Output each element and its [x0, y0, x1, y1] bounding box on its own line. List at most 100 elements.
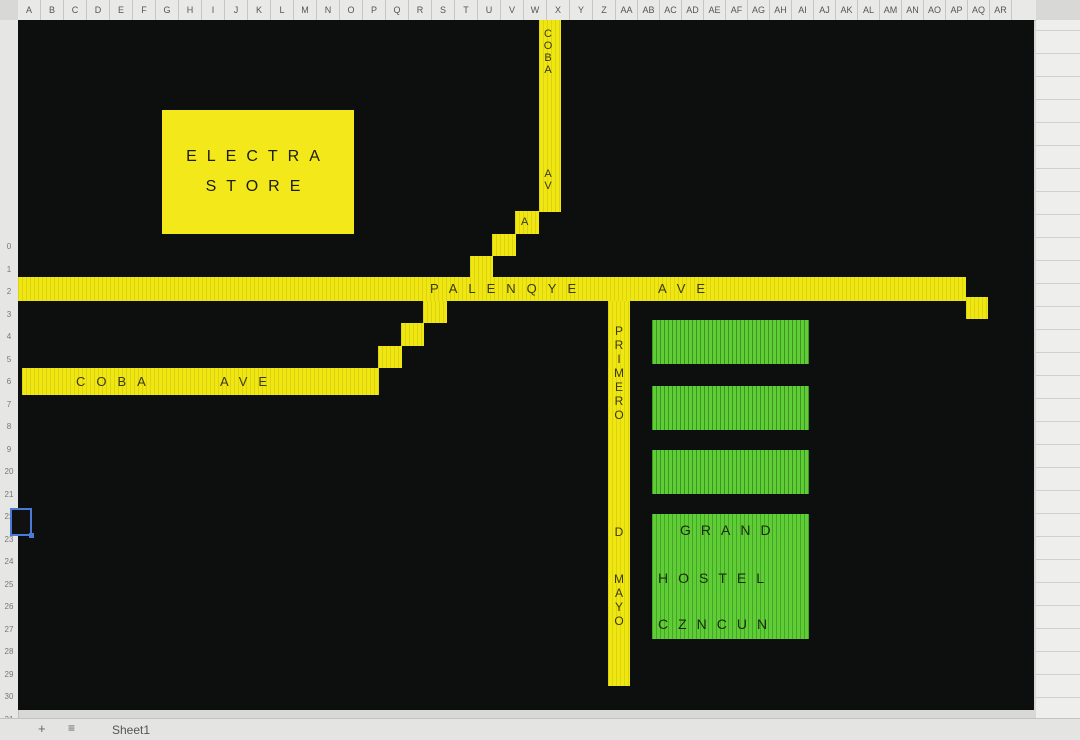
column-header-cell[interactable]: U — [478, 0, 501, 20]
row-header-cell[interactable]: 27 — [4, 624, 14, 634]
column-header-cell[interactable]: AH — [770, 0, 792, 20]
grand-hostel-cancun: GRAND HOSTEL CZNCUN — [652, 514, 809, 639]
map-drawing-area[interactable]: ELECTRA STORE COBA AV A PALENQYE AVE COB… — [18, 20, 1034, 710]
palenque-ave-suffix: AVE — [658, 281, 717, 296]
column-header-cell[interactable]: AR — [990, 0, 1012, 20]
column-header-cell[interactable]: AF — [726, 0, 748, 20]
row-header-cell[interactable]: 1 — [6, 264, 12, 274]
diagonal-step — [423, 301, 447, 323]
palenque-ave-road — [18, 277, 966, 301]
diagonal-step — [378, 346, 402, 368]
diagonal-letter: A — [521, 216, 540, 228]
diagonal-step — [515, 211, 539, 234]
hostel-line2: HOSTEL — [658, 570, 775, 586]
column-header-cell[interactable]: AD — [682, 0, 704, 20]
column-header-cell[interactable]: AN — [902, 0, 924, 20]
column-header-cell[interactable]: T — [455, 0, 478, 20]
column-header-cell[interactable]: AM — [880, 0, 902, 20]
column-header-cell[interactable]: AO — [924, 0, 946, 20]
spreadsheet-empty-cells[interactable] — [1036, 20, 1080, 720]
column-header-cell[interactable]: E — [110, 0, 133, 20]
coba-ave-left-road — [22, 368, 379, 395]
row-header-cell[interactable]: 26 — [4, 602, 14, 611]
hostel-line3: CZNCUN — [658, 616, 778, 632]
diagonal-step — [492, 234, 516, 256]
row-header-cell[interactable]: 24 — [4, 557, 14, 566]
column-header-cell[interactable]: AJ — [814, 0, 836, 20]
column-header-cell[interactable]: AK — [836, 0, 858, 20]
column-header-cell[interactable]: L — [271, 0, 294, 20]
palenque-ave-end — [966, 297, 988, 319]
list-icon[interactable]: ≡ — [68, 721, 76, 735]
column-header-cell[interactable]: G — [156, 0, 179, 20]
column-header-cell[interactable]: X — [547, 0, 570, 20]
row-header-cell[interactable]: 5 — [6, 354, 12, 364]
coba-av-vertical-road — [539, 20, 561, 212]
column-header-cell[interactable]: A — [18, 0, 41, 20]
green-building-block — [652, 450, 809, 494]
row-header-cell[interactable]: 30 — [4, 692, 14, 701]
column-header-cell[interactable]: S — [432, 0, 455, 20]
coba-av-vertical-label: COBA — [542, 28, 554, 76]
row-header-cell[interactable]: 9 — [6, 444, 12, 454]
column-header-cell[interactable]: D — [87, 0, 110, 20]
column-header-cell[interactable]: V — [501, 0, 524, 20]
electra-store: ELECTRA STORE — [162, 110, 354, 234]
column-header-cell[interactable]: AQ — [968, 0, 990, 20]
primero-de-mayo-road — [608, 301, 630, 686]
coba-ave-left-label: COBA — [76, 374, 157, 389]
row-header-cell[interactable]: 2 — [6, 287, 12, 296]
column-header-cell[interactable]: K — [248, 0, 271, 20]
column-header-cell[interactable]: Y — [570, 0, 593, 20]
column-header-cell[interactable]: W — [524, 0, 547, 20]
row-header-cell[interactable]: 3 — [6, 309, 12, 319]
de-label: D — [612, 525, 626, 539]
column-header-cell[interactable]: AA — [616, 0, 638, 20]
column-header-cell[interactable]: AI — [792, 0, 814, 20]
selected-cell[interactable] — [10, 508, 34, 538]
column-header-cell[interactable]: N — [317, 0, 340, 20]
column-header-cell[interactable]: Q — [386, 0, 409, 20]
row-header-cell[interactable]: 6 — [6, 377, 12, 386]
row-header-cell[interactable]: 28 — [4, 647, 14, 656]
store-name-line2: STORE — [205, 178, 311, 195]
row-header-cell[interactable]: 25 — [4, 579, 14, 589]
primero-label: PRIMERO — [612, 324, 626, 422]
column-header-cell[interactable]: Z — [593, 0, 616, 20]
column-header-cell[interactable]: F — [133, 0, 156, 20]
column-header-cell[interactable]: O — [340, 0, 363, 20]
store-name-line1: ELECTRA — [186, 148, 330, 165]
column-header-cell[interactable]: AG — [748, 0, 770, 20]
coba-av-vertical-suffix: AV — [542, 168, 554, 192]
column-header-cell[interactable]: AP — [946, 0, 968, 20]
row-header-cell[interactable]: 8 — [6, 422, 12, 431]
row-header-cell[interactable]: 23 — [4, 534, 14, 544]
column-header-cell[interactable]: B — [41, 0, 64, 20]
column-header-cell[interactable]: H — [179, 0, 202, 20]
sheet-tabs-bar: + ≡ Sheet1 — [0, 718, 1080, 740]
row-header-cell[interactable]: 7 — [6, 399, 12, 409]
row-header-cell[interactable]: 22 — [4, 512, 14, 521]
green-building-block — [652, 386, 809, 430]
row-header-cell[interactable]: 20 — [4, 467, 14, 476]
column-header-cell[interactable]: M — [294, 0, 317, 20]
row-header-cell[interactable]: 4 — [6, 332, 12, 341]
row-header-cell[interactable]: 21 — [4, 489, 14, 499]
column-header-cell[interactable]: AC — [660, 0, 682, 20]
column-header-cell[interactable]: R — [409, 0, 432, 20]
column-header-cell[interactable]: P — [363, 0, 386, 20]
column-header-cell[interactable]: AB — [638, 0, 660, 20]
column-header-cell[interactable]: C — [64, 0, 87, 20]
row-header-cell[interactable]: 29 — [4, 669, 14, 679]
column-header-cell[interactable]: I — [202, 0, 225, 20]
sheet-tab[interactable]: Sheet1 — [112, 723, 151, 737]
diagonal-step — [401, 323, 424, 346]
row-header-cell[interactable]: 0 — [6, 242, 12, 251]
column-header-cell[interactable]: AE — [704, 0, 726, 20]
plus-icon[interactable]: + — [38, 721, 46, 736]
column-header-cell[interactable]: J — [225, 0, 248, 20]
coba-ave-left-suffix: AVE — [220, 374, 279, 389]
row-header: 0123456789202122232425262728293031 — [0, 20, 19, 724]
column-header-cell[interactable]: AL — [858, 0, 880, 20]
